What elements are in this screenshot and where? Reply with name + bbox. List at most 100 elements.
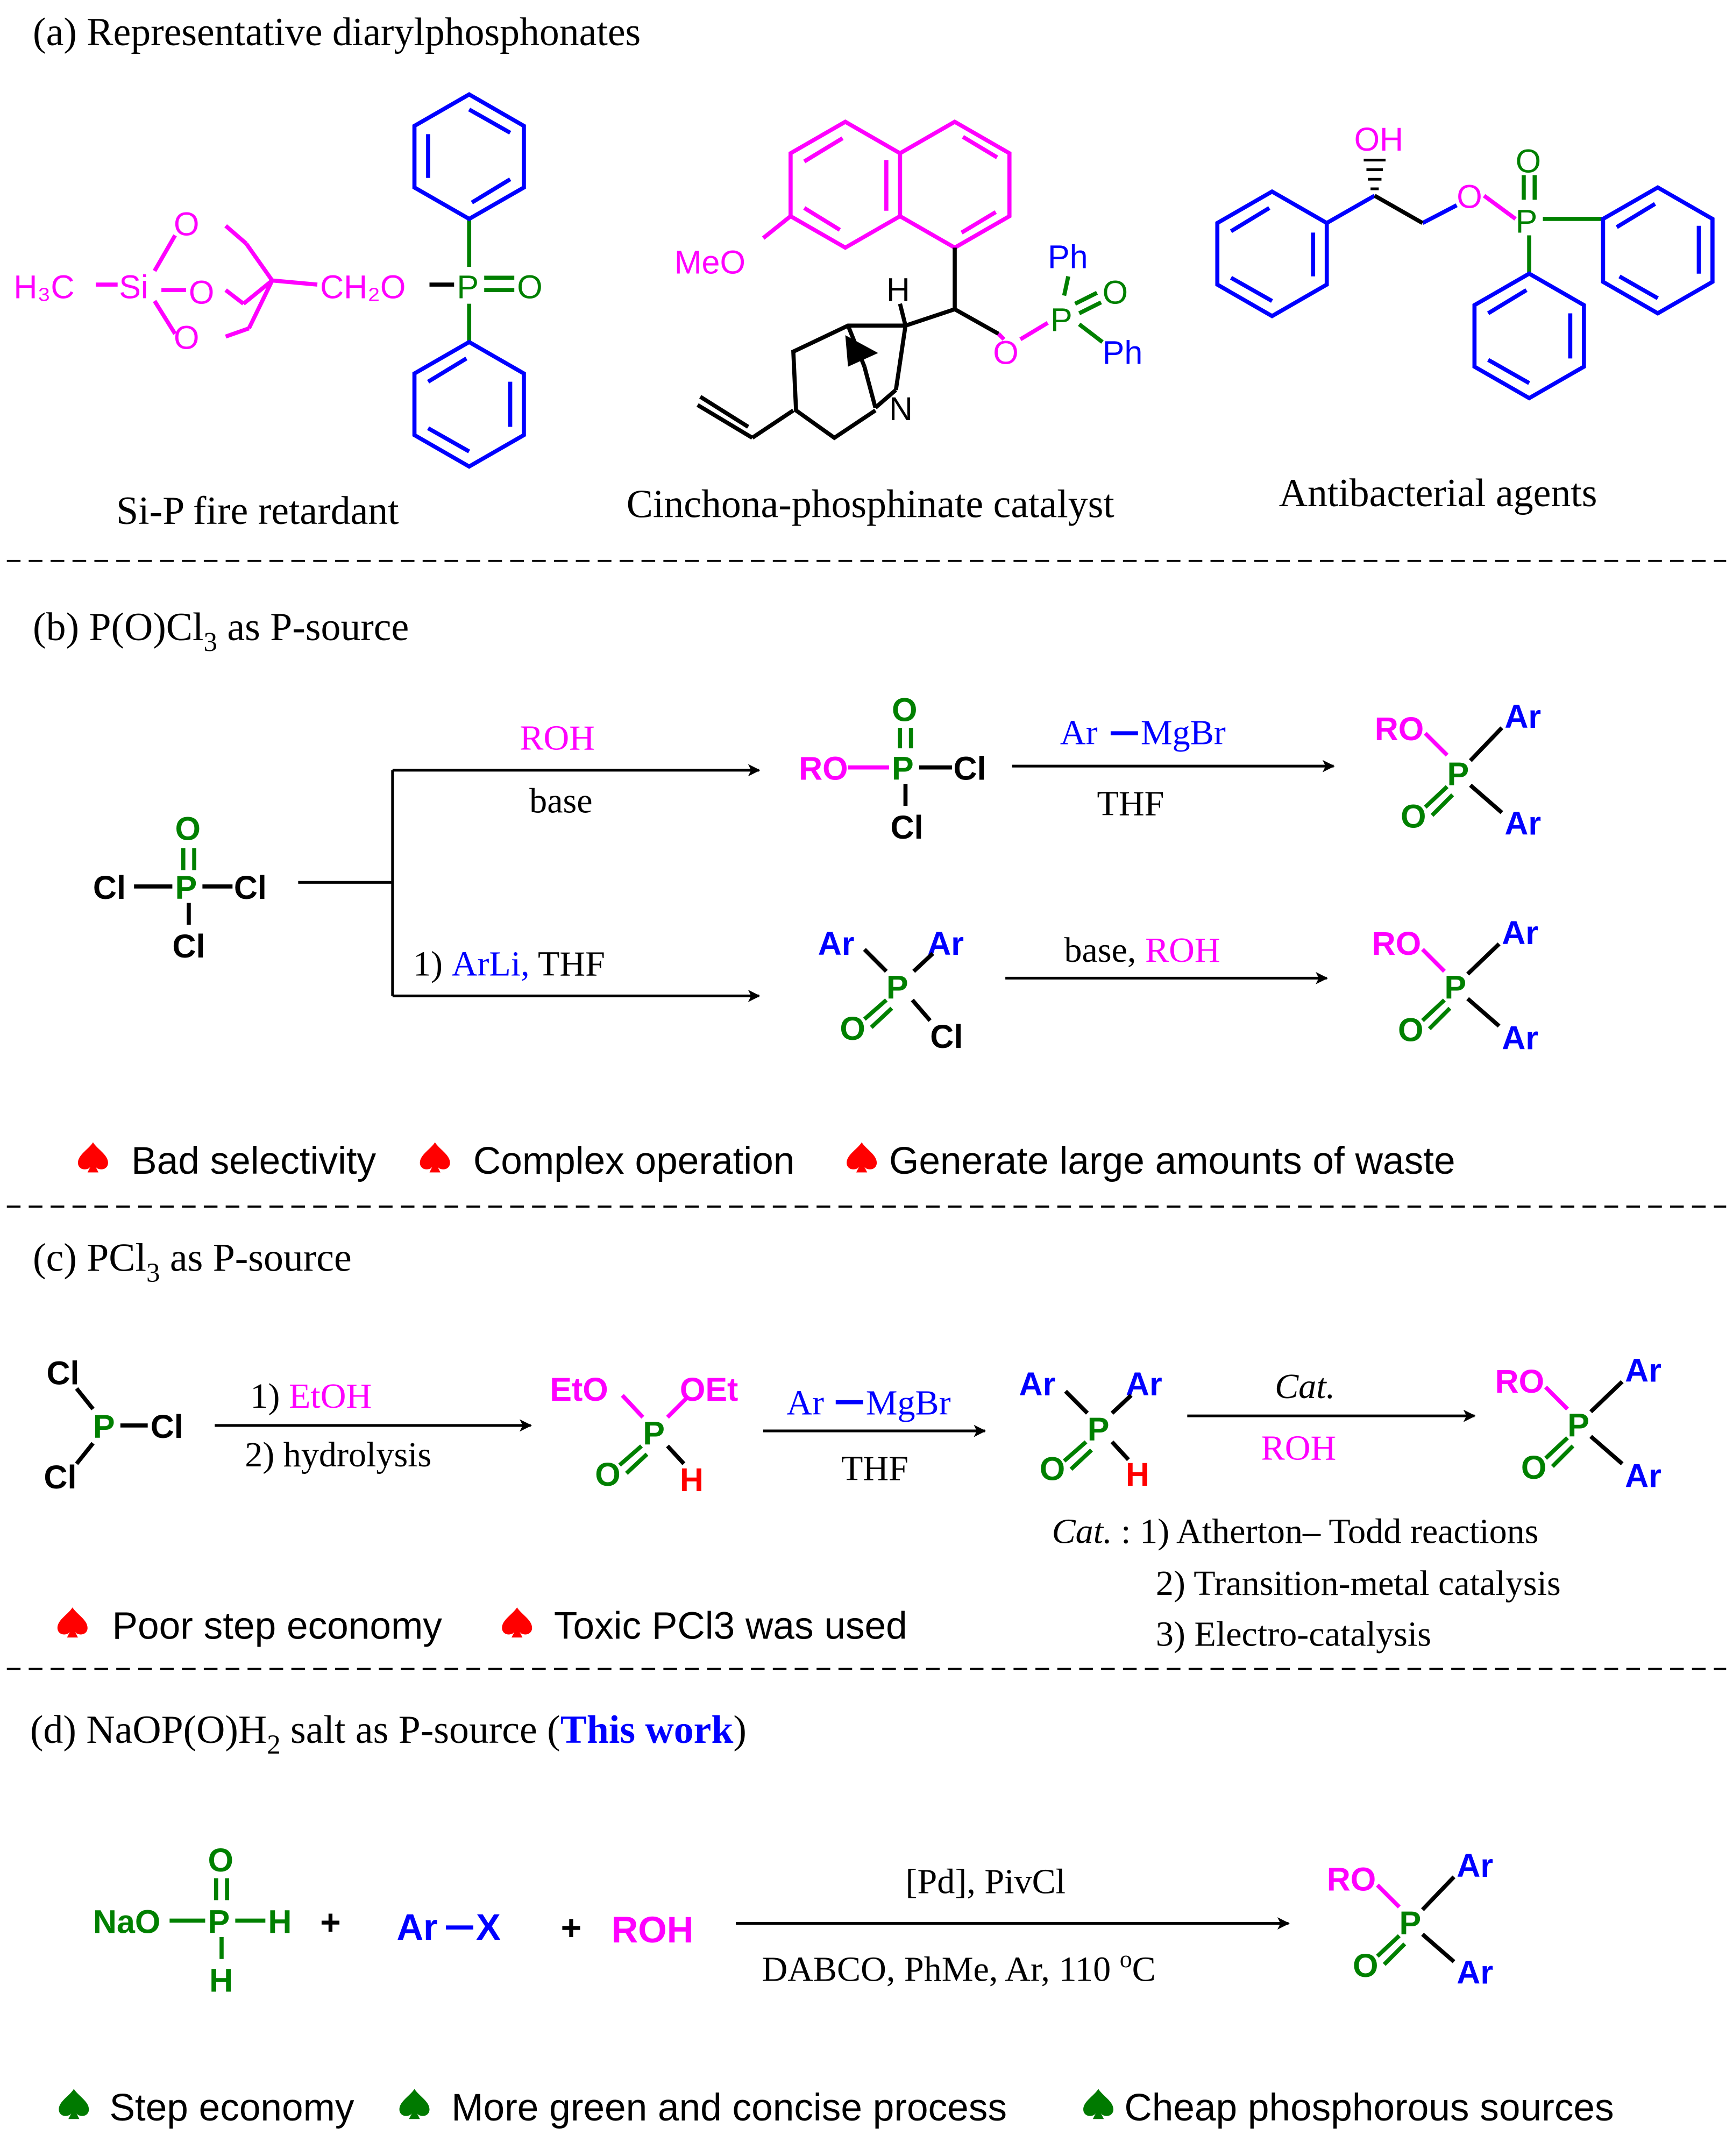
drawback-text: Toxic PCl3 was used: [554, 1605, 907, 1648]
atom-p: P: [1088, 1411, 1110, 1448]
atom-h: H: [1126, 1456, 1149, 1493]
branch-arrows: [298, 764, 761, 1002]
drawback-text: Complex operation: [473, 1140, 795, 1182]
atom-ar-left: Ar: [1019, 1366, 1056, 1402]
atom-o: O: [1398, 1011, 1423, 1048]
reagent-thf: THF: [1097, 784, 1164, 824]
advantage-text: Step economy: [109, 2087, 354, 2129]
atom-ar-bottom: Ar: [1502, 1020, 1538, 1056]
atom-o: O: [840, 1010, 865, 1047]
atom-cl-bottom: Cl: [44, 1459, 76, 1495]
atom-ar-bottom: Ar: [1504, 805, 1541, 841]
atom-ar-bottom: Ar: [1457, 1954, 1493, 1990]
atom-p: P: [175, 869, 197, 906]
atom-p: P: [1444, 969, 1466, 1006]
atom-cl-right: Cl: [234, 869, 267, 906]
atom-cl-bottom: Cl: [891, 809, 924, 846]
atom-o: O: [208, 1842, 233, 1878]
atom-ar-bottom: Ar: [1625, 1457, 1661, 1494]
product-bottom-b: RO P Ar Ar O: [1372, 914, 1538, 1056]
atom-ar-top: Ar: [1457, 1847, 1493, 1884]
phenyl-ring-lower: [1472, 271, 1586, 401]
atom-ar-top: Ar: [1625, 1352, 1661, 1389]
reagent-ar: Ar: [1060, 713, 1098, 753]
drawback-text: Bad selectivity: [131, 1140, 376, 1182]
cat-note-2: 2) Transition-metal catalysis: [1156, 1564, 1561, 1603]
atom-meo: MeO: [674, 244, 745, 281]
step2-thf: THF: [841, 1449, 908, 1488]
atom-cl-top: Cl: [46, 1355, 79, 1392]
reagent-base-roh: base, ROH: [1064, 931, 1220, 970]
atom-h3c: H₃C: [13, 268, 74, 305]
atom-o-ether: O: [1457, 179, 1482, 215]
atom-oh: OH: [1354, 121, 1404, 158]
atom-o: O: [892, 691, 917, 728]
atom-ro: RO: [1375, 711, 1424, 747]
atom-o-double-antibacterial: O: [1516, 143, 1541, 180]
atom-ph-top: Ph: [1048, 239, 1088, 275]
atom-ar-top: Ar: [1502, 914, 1538, 951]
atom-p: P: [643, 1415, 665, 1452]
section-b-title: (b) P(O)Cl3 as P-source: [33, 605, 409, 657]
atom-o: O: [595, 1456, 620, 1493]
atom-ar: Ar: [396, 1906, 437, 1948]
drawbacks-c: Poor step economy Toxic PCl3 was used: [57, 1605, 907, 1648]
advantage-text: Cheap phosphorous sources: [1124, 2087, 1614, 2129]
conditions-below: DABCO, PhMe, Ar, 110 oC: [762, 1945, 1155, 1989]
atom-p-antibacterial: P: [1516, 203, 1538, 239]
step2-ar: Ar: [786, 1384, 824, 1423]
atom-si: Si: [119, 268, 148, 305]
cat-note-3: 3) Electro-catalysis: [1156, 1614, 1431, 1654]
section-b: (b) P(O)Cl3 as P-source O Cl P Cl Cl ROH…: [33, 605, 1541, 1182]
atom-o: O: [175, 811, 201, 847]
drawback-text: Poor step economy: [112, 1605, 443, 1648]
atom-ar-top: Ar: [1504, 698, 1541, 735]
atom-h-bottom: H: [209, 1962, 233, 1999]
atom-oet: OEt: [680, 1371, 738, 1408]
atom-cl-bottom: Cl: [172, 928, 205, 964]
compound-si-p-fire-retardant: H₃C Si O O O CH₂O P O: [13, 92, 543, 533]
reactant-roh: ROH: [612, 1909, 694, 1951]
advantages-d: Step economy More green and concise proc…: [59, 2087, 1614, 2129]
atom-p: P: [208, 1903, 230, 1940]
section-c: (c) PCl3 as P-source Cl P Cl Cl 1) EtOH …: [33, 1236, 1661, 1654]
atom-ar-left: Ar: [818, 925, 855, 962]
spade-icon: [420, 1142, 450, 1173]
plus-sign: +: [561, 1908, 582, 1948]
spade-icon: [59, 2089, 89, 2119]
advantage-text: More green and concise process: [451, 2087, 1007, 2129]
phenyl-ring-top: [412, 92, 526, 222]
atom-p: P: [457, 268, 479, 305]
atom-cl: Cl: [930, 1018, 963, 1055]
phenyl-ring-bottom: [412, 339, 526, 469]
aryl-halide: Ar X: [396, 1906, 500, 1948]
spade-icon: [57, 1607, 88, 1638]
atom-cl-left: Cl: [93, 869, 126, 906]
reagent-roh: ROH: [520, 719, 595, 758]
atom-ro: RO: [1327, 1861, 1376, 1898]
atom-p-cinchona: P: [1050, 302, 1073, 338]
phenyl-ring-right: [1601, 185, 1715, 316]
drawback-text: Generate large amounts of waste: [889, 1140, 1455, 1182]
reagent-mgbr: MgBr: [1141, 713, 1226, 753]
conditions-above: [Pd], PivCl: [905, 1862, 1066, 1902]
ropocl2-structure: O RO P Cl Cl: [799, 691, 986, 846]
section-c-title: (c) PCl3 as P-source: [33, 1236, 352, 1288]
ar2pocl-structure: Ar Ar P O Cl: [818, 925, 964, 1055]
step1-line1: 1) EtOH: [250, 1377, 372, 1416]
atom-p: P: [892, 750, 914, 787]
atom-ro: RO: [1495, 1363, 1545, 1400]
atom-ch2o: CH₂O: [320, 268, 406, 305]
section-a: (a) Representative diarylphosphonates H₃…: [13, 10, 1715, 533]
atom-ar-right: Ar: [927, 925, 964, 962]
compound-cinchona-phosphinate: MeO H N O P: [627, 119, 1142, 526]
atom-o-double: O: [517, 268, 542, 305]
atom-h-right: H: [268, 1903, 292, 1940]
spade-icon: [399, 2089, 430, 2119]
atom-ro: RO: [799, 750, 848, 787]
compound-3-label: Antibacterial agents: [1279, 471, 1597, 515]
phenyl-ring-left: [1215, 189, 1329, 318]
atom-o-ester: O: [993, 335, 1018, 371]
product-d: RO P Ar Ar O: [1327, 1847, 1493, 1990]
compound-1-label: Si-P fire retardant: [116, 488, 399, 533]
